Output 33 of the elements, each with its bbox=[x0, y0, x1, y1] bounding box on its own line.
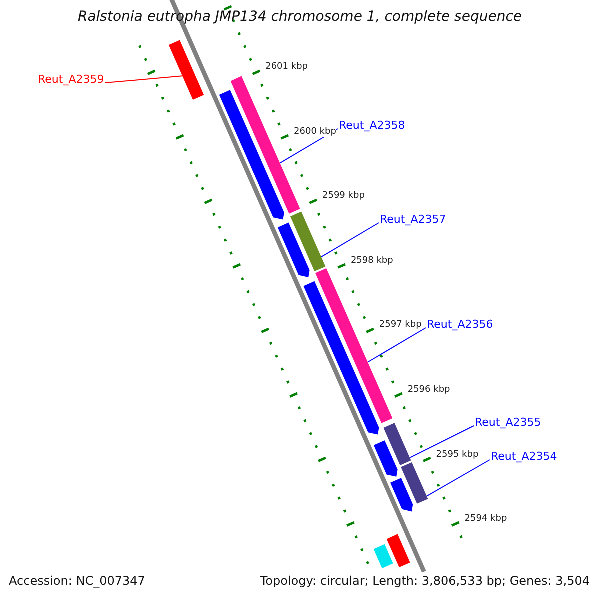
gene-label: Reut_A2357 bbox=[380, 213, 446, 226]
scale-label: 2597 kbp bbox=[379, 320, 422, 330]
gene-bar bbox=[401, 462, 428, 504]
gene-segment bbox=[374, 440, 398, 477]
leader-line bbox=[367, 328, 426, 363]
scale-label: 2594 kbp bbox=[464, 514, 508, 524]
scale-label: 2599 kbp bbox=[322, 191, 365, 202]
gene-segment bbox=[278, 222, 310, 278]
footer-text: Topology: circular; Length: 3,806,533 bp; Genes: 3,504 bbox=[260, 574, 590, 588]
gene-bar bbox=[386, 534, 410, 568]
gene-label: Reut_A2356 bbox=[427, 318, 494, 331]
gene-label: Reut_A2354 bbox=[491, 450, 558, 463]
leader-line bbox=[426, 460, 490, 497]
gene-label: Reut_A2355 bbox=[475, 416, 542, 429]
gene-segment bbox=[304, 281, 380, 435]
scale-label: 2595 kbp bbox=[436, 450, 479, 460]
gene-segment bbox=[219, 90, 284, 220]
leader-line bbox=[410, 426, 474, 458]
gene-bar bbox=[374, 544, 394, 568]
title: Ralstonia eutropha JMP134 chromosome 1, complete sequence bbox=[76, 9, 523, 25]
scale-label: 2600 kbp bbox=[294, 126, 336, 137]
gene-bar bbox=[384, 423, 412, 466]
footer-text: Accession: NC_007347 bbox=[9, 574, 146, 588]
gene-bar bbox=[290, 212, 326, 272]
gene-segment bbox=[390, 478, 414, 512]
scale-label: 2598 kbp bbox=[350, 256, 394, 266]
scale-label: 2596 kbp bbox=[408, 384, 450, 395]
gene-bar bbox=[168, 40, 204, 100]
scale-label: 2601 kbp bbox=[266, 62, 308, 72]
leader-line bbox=[320, 222, 380, 258]
gene-label: Reut_A2358 bbox=[339, 119, 406, 132]
gene-label: Reut_A2359 bbox=[38, 73, 104, 86]
leader-line bbox=[104, 76, 184, 84]
